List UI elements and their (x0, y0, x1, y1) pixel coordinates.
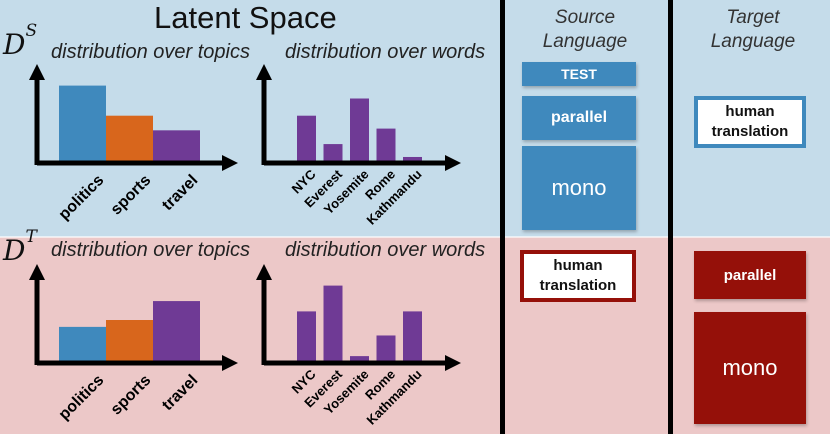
target-topic-tick-label-0: politics (56, 372, 108, 424)
source-topic-tick-label-2: travel (159, 172, 201, 214)
latent-source-divider (500, 0, 505, 434)
source-topic-tick-label-1: sports (108, 172, 155, 219)
source-word-x-arrow (445, 155, 461, 171)
page-title: Latent Space (154, 0, 337, 35)
src-mono-box: mono (522, 146, 636, 230)
source-topic-bar-1 (106, 115, 153, 163)
source-topic-bar-2 (153, 130, 200, 163)
source-word-bar-1 (323, 144, 343, 163)
source-words-label: distribution over words (285, 41, 486, 63)
srcT-human-translation-box: human translation (520, 250, 636, 302)
target-words-label: distribution over words (285, 239, 486, 261)
target-domain-letter: D (3, 234, 26, 267)
target-domain-symbol: DT (3, 227, 37, 267)
source-topic-y-arrow (29, 64, 45, 80)
target-word-bar-2 (350, 356, 369, 363)
source-word-y-arrow (256, 64, 272, 80)
target-word-bar-1 (323, 285, 343, 363)
src-parallel-box: parallel (522, 96, 636, 140)
target-topic-bar-1 (106, 320, 153, 363)
source-topic-x-arrow (222, 155, 238, 171)
target-word-bar-4 (403, 311, 422, 363)
target-language-header: Target Language (710, 7, 796, 52)
source-domain-superscript: S (25, 20, 38, 41)
target-topic-y-arrow (29, 264, 45, 280)
source-word-bar-3 (376, 128, 396, 163)
source-topic-tick-label-0: politics (56, 172, 108, 224)
source-domain-symbol: DS (3, 21, 37, 61)
src-test-box: TEST (522, 62, 636, 86)
source-word-bar-2 (350, 98, 369, 163)
target-word-y-arrow (256, 264, 272, 280)
source-topics-label: distribution over topics (51, 41, 250, 63)
target-word-bar-0 (297, 311, 316, 363)
source-word-bar-0 (297, 115, 316, 163)
source-word-bar-4 (403, 156, 422, 163)
tgtT-parallel-box: parallel (694, 251, 806, 299)
target-topic-tick-label-2: travel (159, 372, 201, 414)
tgtT-mono-box: mono (694, 312, 806, 424)
target-topic-x-arrow (222, 355, 238, 371)
target-domain-superscript: T (25, 226, 37, 247)
tgt-human-translation-box: human translation (694, 96, 806, 148)
target-topic-tick-label-1: sports (108, 372, 155, 419)
source-domain-letter: D (3, 28, 26, 61)
target-word-x-arrow (445, 355, 461, 371)
source-language-header: Source Language (542, 7, 628, 52)
band-separator (0, 236, 830, 238)
target-topics-label: distribution over topics (51, 239, 250, 261)
target-word-bar-3 (376, 335, 396, 363)
target-topic-bar-0 (59, 326, 106, 363)
target-topic-bar-2 (153, 301, 200, 363)
source-target-divider (668, 0, 673, 434)
source-topic-bar-0 (59, 85, 106, 163)
